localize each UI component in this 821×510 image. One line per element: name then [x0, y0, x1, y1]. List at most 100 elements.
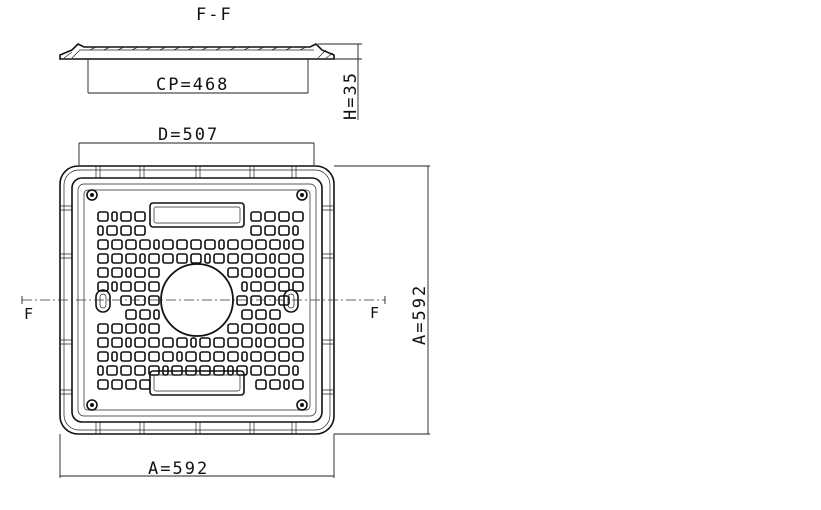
vent-slot [190, 337, 197, 348]
vent-slot [176, 337, 188, 348]
vent-slot [134, 295, 146, 306]
vent-slot [283, 239, 290, 250]
plan-view: D=507 [21, 125, 430, 479]
vent-slot [227, 253, 239, 264]
vent-slot [162, 239, 174, 250]
vent-slot [292, 379, 304, 390]
vent-slot [241, 281, 248, 292]
vent-slot [278, 365, 290, 376]
vent-slot [162, 337, 174, 348]
vent-slot [204, 239, 216, 250]
vent-slot [278, 225, 290, 236]
vent-slot [227, 323, 239, 334]
vent-slot [250, 225, 262, 236]
vent-slot [241, 337, 253, 348]
frame-ribs [60, 166, 334, 434]
vent-slot [269, 379, 281, 390]
vent-slot [176, 239, 188, 250]
vent-slot [264, 267, 276, 278]
vent-slot [241, 351, 248, 362]
vent-slot [204, 253, 211, 264]
vent-slot [125, 337, 132, 348]
vent-slot [227, 337, 239, 348]
vent-slot [241, 323, 253, 334]
vertical-width-label: A=592 [410, 284, 430, 345]
vent-slot [269, 253, 276, 264]
vent-slot [162, 351, 174, 362]
vent-slot [120, 351, 132, 362]
vent-slot [190, 239, 202, 250]
vent-slot [292, 281, 304, 292]
vent-slot [185, 351, 197, 362]
vent-slot [241, 309, 253, 320]
vent-slot [139, 253, 146, 264]
vent-slot [97, 379, 109, 390]
section-title: F-F [196, 5, 233, 25]
vent-slot [292, 337, 304, 348]
clear-opening-label: CP=468 [156, 75, 229, 95]
vent-slot [292, 211, 304, 222]
vent-slot [148, 323, 160, 334]
vent-slot [97, 323, 109, 334]
vent-slot [292, 351, 304, 362]
vent-slot [264, 295, 276, 306]
vent-slot [227, 351, 239, 362]
vent-slot [292, 253, 304, 264]
vent-slot [97, 225, 104, 236]
vent-slot [111, 323, 123, 334]
vent-slot [269, 323, 276, 334]
vent-slot [134, 281, 146, 292]
vent-slot [199, 351, 211, 362]
vent-slot [278, 351, 290, 362]
vent-slot [111, 239, 123, 250]
vent-slot [120, 295, 132, 306]
vent-slot [125, 239, 137, 250]
vent-slot [134, 337, 146, 348]
vent-slot [139, 379, 151, 390]
vent-slot [292, 239, 304, 250]
vent-slot [264, 351, 276, 362]
vent-slot [264, 211, 276, 222]
vent-slot [264, 337, 276, 348]
vent-slot [278, 337, 290, 348]
vent-slot [153, 309, 160, 320]
vent-slot [283, 379, 290, 390]
vent-slot [264, 225, 276, 236]
vent-slot [199, 337, 211, 348]
section-marker-left: F [24, 305, 33, 323]
right-keyhole [283, 289, 299, 313]
vent-slot [176, 351, 183, 362]
left-keyhole [95, 289, 111, 313]
vent-slot [278, 211, 290, 222]
vent-slot [125, 323, 137, 334]
vent-slot [111, 253, 123, 264]
vent-slot [241, 253, 253, 264]
height-label: H=35 [341, 71, 361, 120]
vent-slot [134, 351, 146, 362]
vent-slot [264, 281, 276, 292]
vent-slot [269, 239, 281, 250]
vent-slot [120, 365, 132, 376]
vent-slot [97, 253, 109, 264]
vent-slot [120, 211, 132, 222]
vent-slot [111, 211, 118, 222]
vent-slot [111, 379, 123, 390]
vent-slot [278, 323, 290, 334]
vent-slot [148, 281, 160, 292]
vent-slot [213, 337, 225, 348]
vent-slot [213, 253, 225, 264]
vent-slot [278, 281, 290, 292]
vent-slot [250, 281, 262, 292]
vent-slot [292, 365, 299, 376]
horizontal-width-label: A=592 [148, 459, 209, 479]
vent-slot [176, 253, 188, 264]
vent-slot [250, 365, 262, 376]
vent-slot [106, 225, 118, 236]
vent-slot [111, 281, 118, 292]
vent-slot [120, 225, 132, 236]
vent-slot [190, 253, 202, 264]
vent-slot [97, 365, 104, 376]
section-marker-right: F [370, 304, 379, 322]
vent-slot [139, 309, 151, 320]
